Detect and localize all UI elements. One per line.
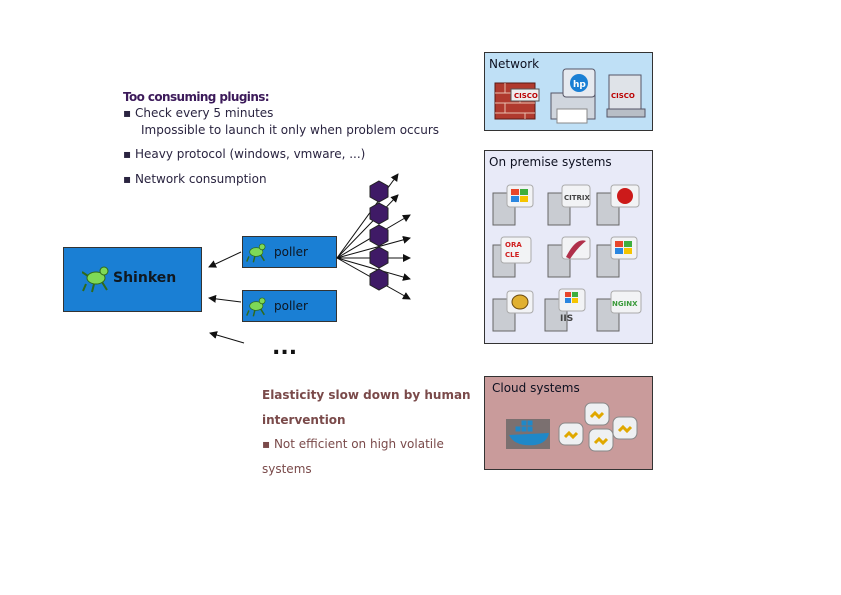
ellipsis: ... (272, 335, 297, 360)
cloud-panel: Cloud systems (484, 376, 653, 470)
nginx-server-icon: NGINX (596, 290, 642, 332)
poller-box-2: poller (242, 290, 337, 322)
docker-icon (506, 419, 550, 449)
tomcat-server-icon (492, 290, 534, 332)
svg-text:CISCO: CISCO (611, 92, 635, 100)
plugins-bullet-1-sub: Impossible to launch it only when proble… (141, 123, 440, 137)
host-hexagon (369, 224, 389, 247)
arrow-poller1-to-shinken (208, 251, 242, 268)
plugins-bullet-2: ▪ Heavy protocol (windows, vmware, ...) (123, 147, 366, 161)
redhat-server-icon (596, 184, 640, 226)
shinken-label: Shinken (113, 270, 177, 286)
iis-server-icon: IIS (544, 288, 586, 332)
cloud-systems (506, 402, 638, 452)
host-hexagon (369, 246, 389, 269)
plugins-bullet-2-text: Heavy protocol (windows, vmware, ...) (134, 147, 366, 161)
cloud-servers-icon (558, 402, 638, 452)
debian-server-icon (547, 236, 591, 278)
network-panel: Network CISCO hp CISCO (484, 52, 653, 131)
host-hexagons (369, 180, 389, 291)
poller-box-1: poller (242, 236, 337, 268)
network-panel-title: Network (489, 57, 540, 71)
host-hexagon (369, 202, 389, 225)
poller-label: poller (274, 299, 308, 313)
plugins-bullet-3-text: Network consumption (134, 172, 267, 186)
svg-text:hp: hp (573, 80, 586, 90)
elasticity-bullet-1-line2: systems (262, 462, 312, 476)
plugins-bullet-1: ▪ Check every 5 minutes (123, 106, 274, 120)
arrow-more-to-shinken (209, 331, 245, 344)
plugins-bullet-3: ▪ Network consumption (123, 172, 267, 186)
arrow-poller2-to-shinken (208, 294, 242, 303)
windows-server-icon (492, 184, 534, 226)
svg-text:CLE: CLE (505, 251, 520, 259)
plugins-bullet-1-text: Check every 5 minutes (134, 106, 274, 120)
elasticity-title-line2: intervention (262, 413, 346, 427)
shinken-box: Shinken (63, 247, 202, 312)
plugins-title: Too consuming plugins: (123, 90, 270, 104)
firewall-cisco-icon: CISCO (494, 82, 540, 120)
elasticity-bullet-1-text: Not efficient on high volatile (273, 437, 444, 451)
host-hexagon (369, 180, 389, 203)
elasticity-title-line1: Elasticity slow down by human (262, 388, 471, 402)
poller-lizard-icon (246, 243, 266, 263)
onpremise-servers: CITRIX ORA CLE (492, 184, 642, 332)
elasticity-bullet-1: ▪ Not efficient on high volatile (262, 437, 444, 451)
svg-text:ORA: ORA (505, 241, 522, 249)
citrix-server-icon: CITRIX (547, 184, 591, 226)
oracle-server-icon: ORA CLE (492, 236, 532, 278)
svg-text:NGINX: NGINX (612, 300, 638, 308)
onpremise-panel: On premise systems CITRIX ORA CLE (484, 150, 653, 344)
svg-text:CISCO: CISCO (514, 92, 538, 100)
poller-lizard-icon (246, 297, 266, 317)
cisco-router-icon: CISCO (606, 74, 646, 118)
windows-server-icon (596, 236, 638, 278)
cloud-panel-title: Cloud systems (492, 381, 580, 395)
poller-label: poller (274, 245, 308, 259)
host-hexagon (369, 268, 389, 291)
svg-text:IIS: IIS (560, 314, 573, 324)
onpremise-panel-title: On premise systems (489, 155, 612, 169)
network-devices: CISCO hp CISCO (494, 68, 646, 124)
shinken-lizard-icon (82, 266, 109, 293)
svg-text:CITRIX: CITRIX (564, 194, 591, 202)
hp-printer-icon: hp (550, 68, 596, 124)
